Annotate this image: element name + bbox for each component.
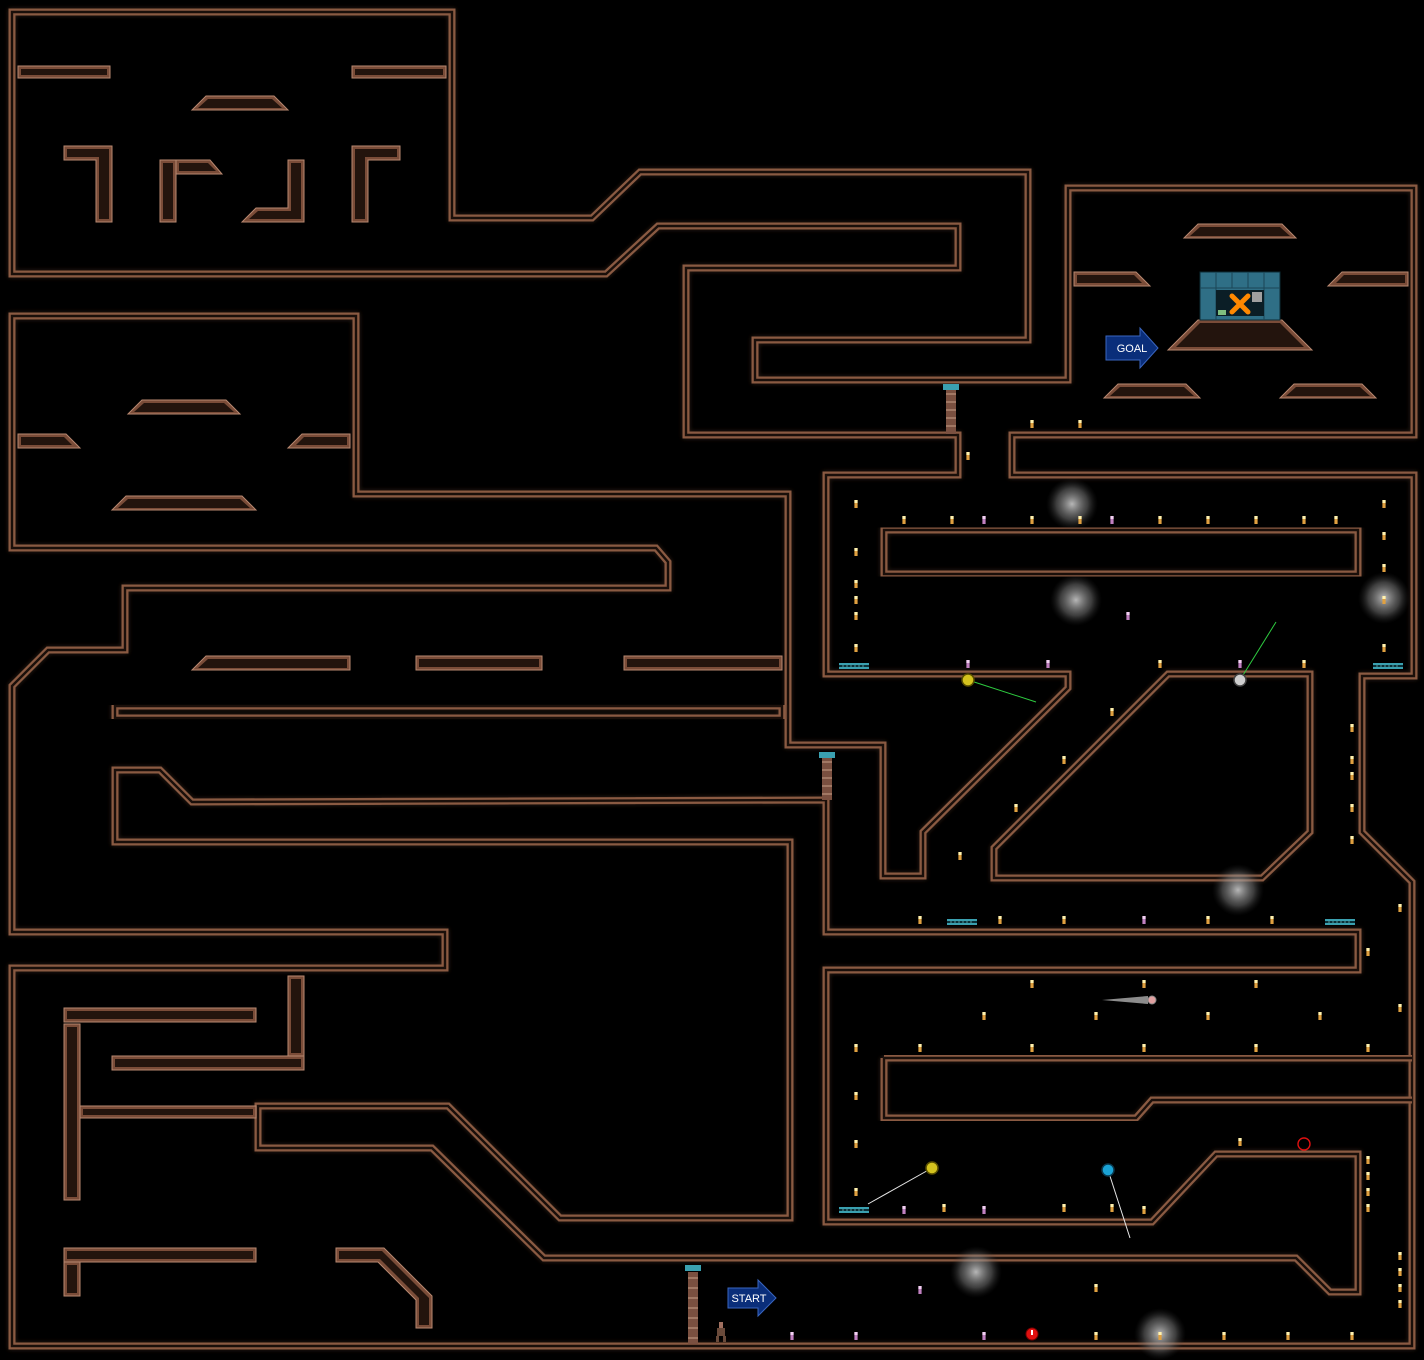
exit-door-icon[interactable] <box>1199 271 1281 321</box>
drone-glows <box>950 478 1410 1360</box>
goal-sign: GOAL <box>1105 326 1159 370</box>
ninja-player-icon[interactable] <box>716 1322 726 1342</box>
start-sign: START <box>727 1278 777 1318</box>
thwump-poles <box>685 384 959 1344</box>
launchpads <box>838 662 1404 1214</box>
turrets <box>867 621 1311 1341</box>
start-sign-label: START <box>731 1293 766 1305</box>
platforms <box>17 65 1409 1329</box>
walls <box>8 8 1418 1350</box>
goal-sign-label: GOAL <box>1117 343 1148 355</box>
